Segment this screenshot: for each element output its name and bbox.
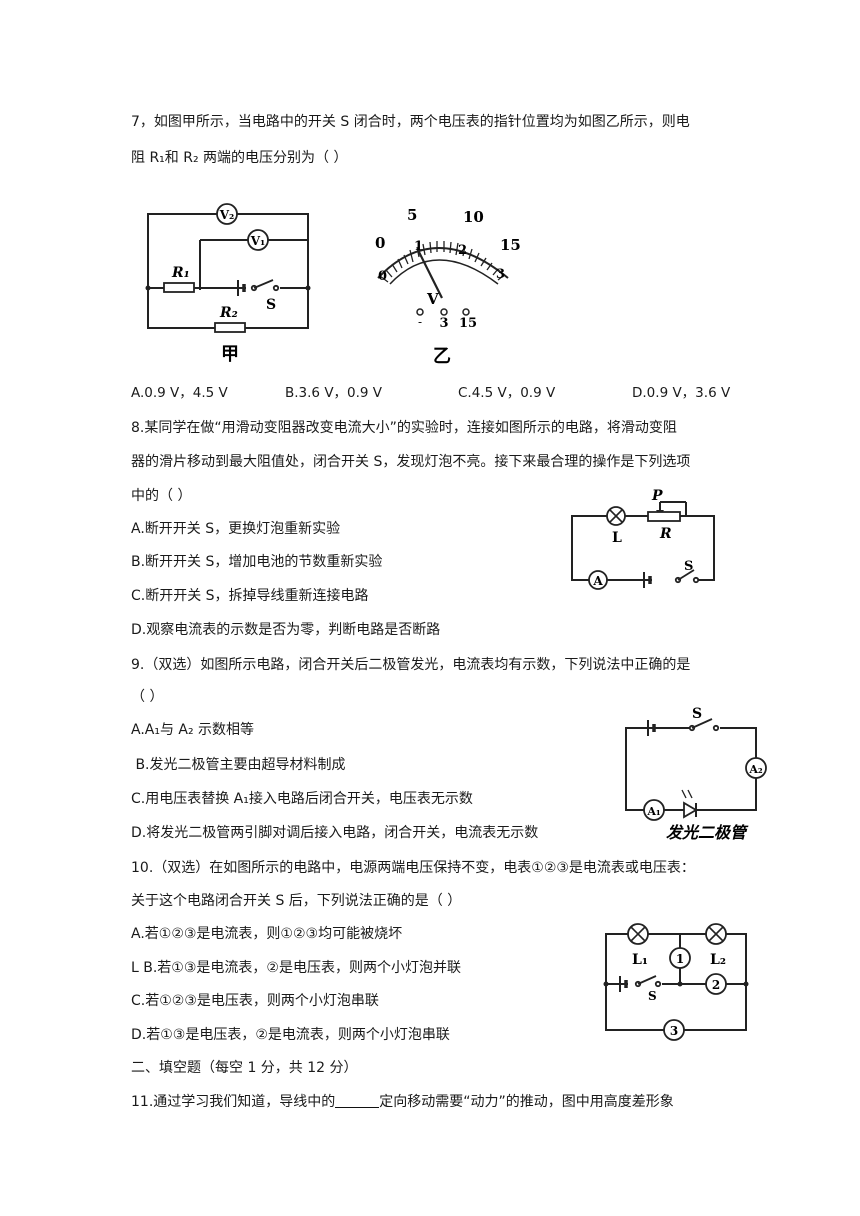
q8-option-d: D.观察电流表的示数是否为零，判断电路是否断路	[131, 622, 441, 638]
q8-stem-line1: 8.某同学在做“用滑动变阻器改变电流大小”的实验时，连接如图所示的电路，将滑动变…	[131, 420, 677, 436]
q9-option-c: C.用电压表替换 A₁接入电路后闭合开关，电压表无示数	[131, 791, 473, 807]
section-2-title: 二、填空题（每空 1 分，共 12 分）	[131, 1060, 358, 1076]
terminal-3: 3	[439, 316, 448, 331]
lamp-l-label: L	[612, 530, 622, 546]
switch-s-label: S	[648, 989, 657, 1003]
q11-text-after: 定向移动需要“动力”的推动，图中用高度差形象	[379, 1094, 674, 1110]
switch-s-label: S	[692, 706, 702, 722]
q8-figure-circuit: P L R A S	[571, 488, 715, 590]
q10-option-d: D.若①③是电压表，②是电流表，则两个小灯泡串联	[131, 1027, 450, 1043]
scale-top-15: 15	[500, 236, 521, 254]
switch-s-label: S	[684, 559, 693, 574]
unit-v: V	[426, 290, 439, 308]
scale-top-5: 5	[407, 206, 417, 224]
caption-jia: 甲	[221, 344, 239, 365]
lamp-l1-label: L₁	[632, 952, 648, 968]
q8-stem-line3: 中的（ ）	[131, 488, 192, 504]
rheostat-r-label: R	[659, 526, 672, 542]
q7-stem-line1: 7，如图甲所示，当电路中的开关 S 闭合时，两个电压表的指针位置均为如图乙所示，…	[131, 114, 690, 130]
q9-stem-line2: （ ）	[131, 689, 164, 705]
q10-option-b: L B.若①③是电流表，②是电压表，则两个小灯泡并联	[131, 960, 461, 976]
v1-label: V₁	[250, 234, 266, 248]
ammeter-a-label: A	[592, 574, 603, 588]
q8-option-a: A.断开开关 S，更换灯泡重新实验	[131, 521, 341, 537]
q7-option-c: C.4.5 V，0.9 V	[458, 385, 556, 401]
q11-text-before: 11.通过学习我们知道，导线中的	[131, 1094, 336, 1110]
led-caption: 发光二极管	[666, 823, 749, 842]
q7-figure-b-voltmeter: 0 5 10 15 0 1 2 3 V - 3 15 乙	[375, 206, 521, 367]
ammeter-a1-label: A₁	[646, 805, 661, 818]
lamp-l2-label: L₂	[710, 952, 726, 968]
meter-1-label: 1	[676, 952, 684, 966]
q9-option-a: A.A₁与 A₂ 示数相等	[131, 722, 255, 738]
switch-s-label: S	[266, 297, 276, 313]
q10-stem-line1: 10.（双选）在如图所示的电路中，电源两端电压保持不变，电表①②③是电流表或电压…	[131, 860, 695, 876]
r1-label: R₁	[171, 265, 190, 281]
scale-bottom-0: 0	[378, 269, 387, 284]
q10-option-c: C.若①②③是电压表，则两个小灯泡串联	[131, 993, 379, 1009]
q9-stem-line1: 9.（双选）如图所示电路，闭合开关后二极管发光，电流表均有示数，下列说法中正确的…	[131, 657, 691, 673]
scale-bottom-1: 1	[414, 239, 423, 254]
scale-top-10: 10	[463, 208, 484, 226]
q7-stem-line2: 阻 R₁和 R₂ 两端的电压分别为（ ）	[131, 150, 348, 166]
meter-3-label: 3	[670, 1024, 678, 1038]
meter-2-label: 2	[712, 978, 720, 992]
q8-option-b: B.断开开关 S，增加电池的节数重新实验	[131, 554, 383, 570]
q7-option-d: D.0.9 V，3.6 V	[632, 385, 731, 401]
q8-option-c: C.断开开关 S，拆掉导线重新连接电路	[131, 588, 369, 604]
q10-option-a: A.若①②③是电流表，则①②③均可能被烧坏	[131, 926, 403, 942]
q9-figure-circuit: S A₂ A₁ 发光二极管	[625, 706, 767, 842]
scale-top-0: 0	[375, 234, 385, 252]
q9-option-b: B.发光二极管主要由超导材料制成	[131, 757, 346, 773]
ammeter-a2-label: A₂	[748, 763, 763, 776]
scale-bottom-3: 3	[496, 267, 505, 282]
terminal-15: 15	[459, 316, 477, 331]
q8-stem-line2: 器的滑片移动到最大阻值处，闭合开关 S，发现灯泡不亮。接下来最合理的操作是下列选…	[131, 454, 691, 470]
q7-option-b: B.3.6 V，0.9 V	[285, 385, 383, 401]
q7-option-a: A.0.9 V，4.5 V	[131, 385, 228, 401]
svg-text:-: -	[418, 315, 422, 329]
q11-stem: 11.通过学习我们知道，导线中的 定向移动需要“动力”的推动，图中用高度差形象	[131, 1092, 674, 1112]
scale-bottom-2: 2	[458, 243, 467, 258]
q7-figure-a-circuit: V₂ V₁ R₁ R₂ S 甲	[145, 203, 311, 365]
q10-figure-circuit: L₁ L₂ 1 2 3 S	[603, 923, 749, 1041]
q10-stem-line2: 关于这个电路闭合开关 S 后，下列说法正确的是（ ）	[131, 893, 462, 909]
caption-yi: 乙	[433, 346, 451, 367]
q9-option-d: D.将发光二极管两引脚对调后接入电路，闭合开关，电流表无示数	[131, 825, 539, 841]
q11-blank[interactable]	[335, 1093, 380, 1108]
r2-label: R₂	[219, 305, 238, 321]
slider-p-label: P	[651, 488, 663, 504]
v2-label: V₂	[219, 208, 235, 222]
